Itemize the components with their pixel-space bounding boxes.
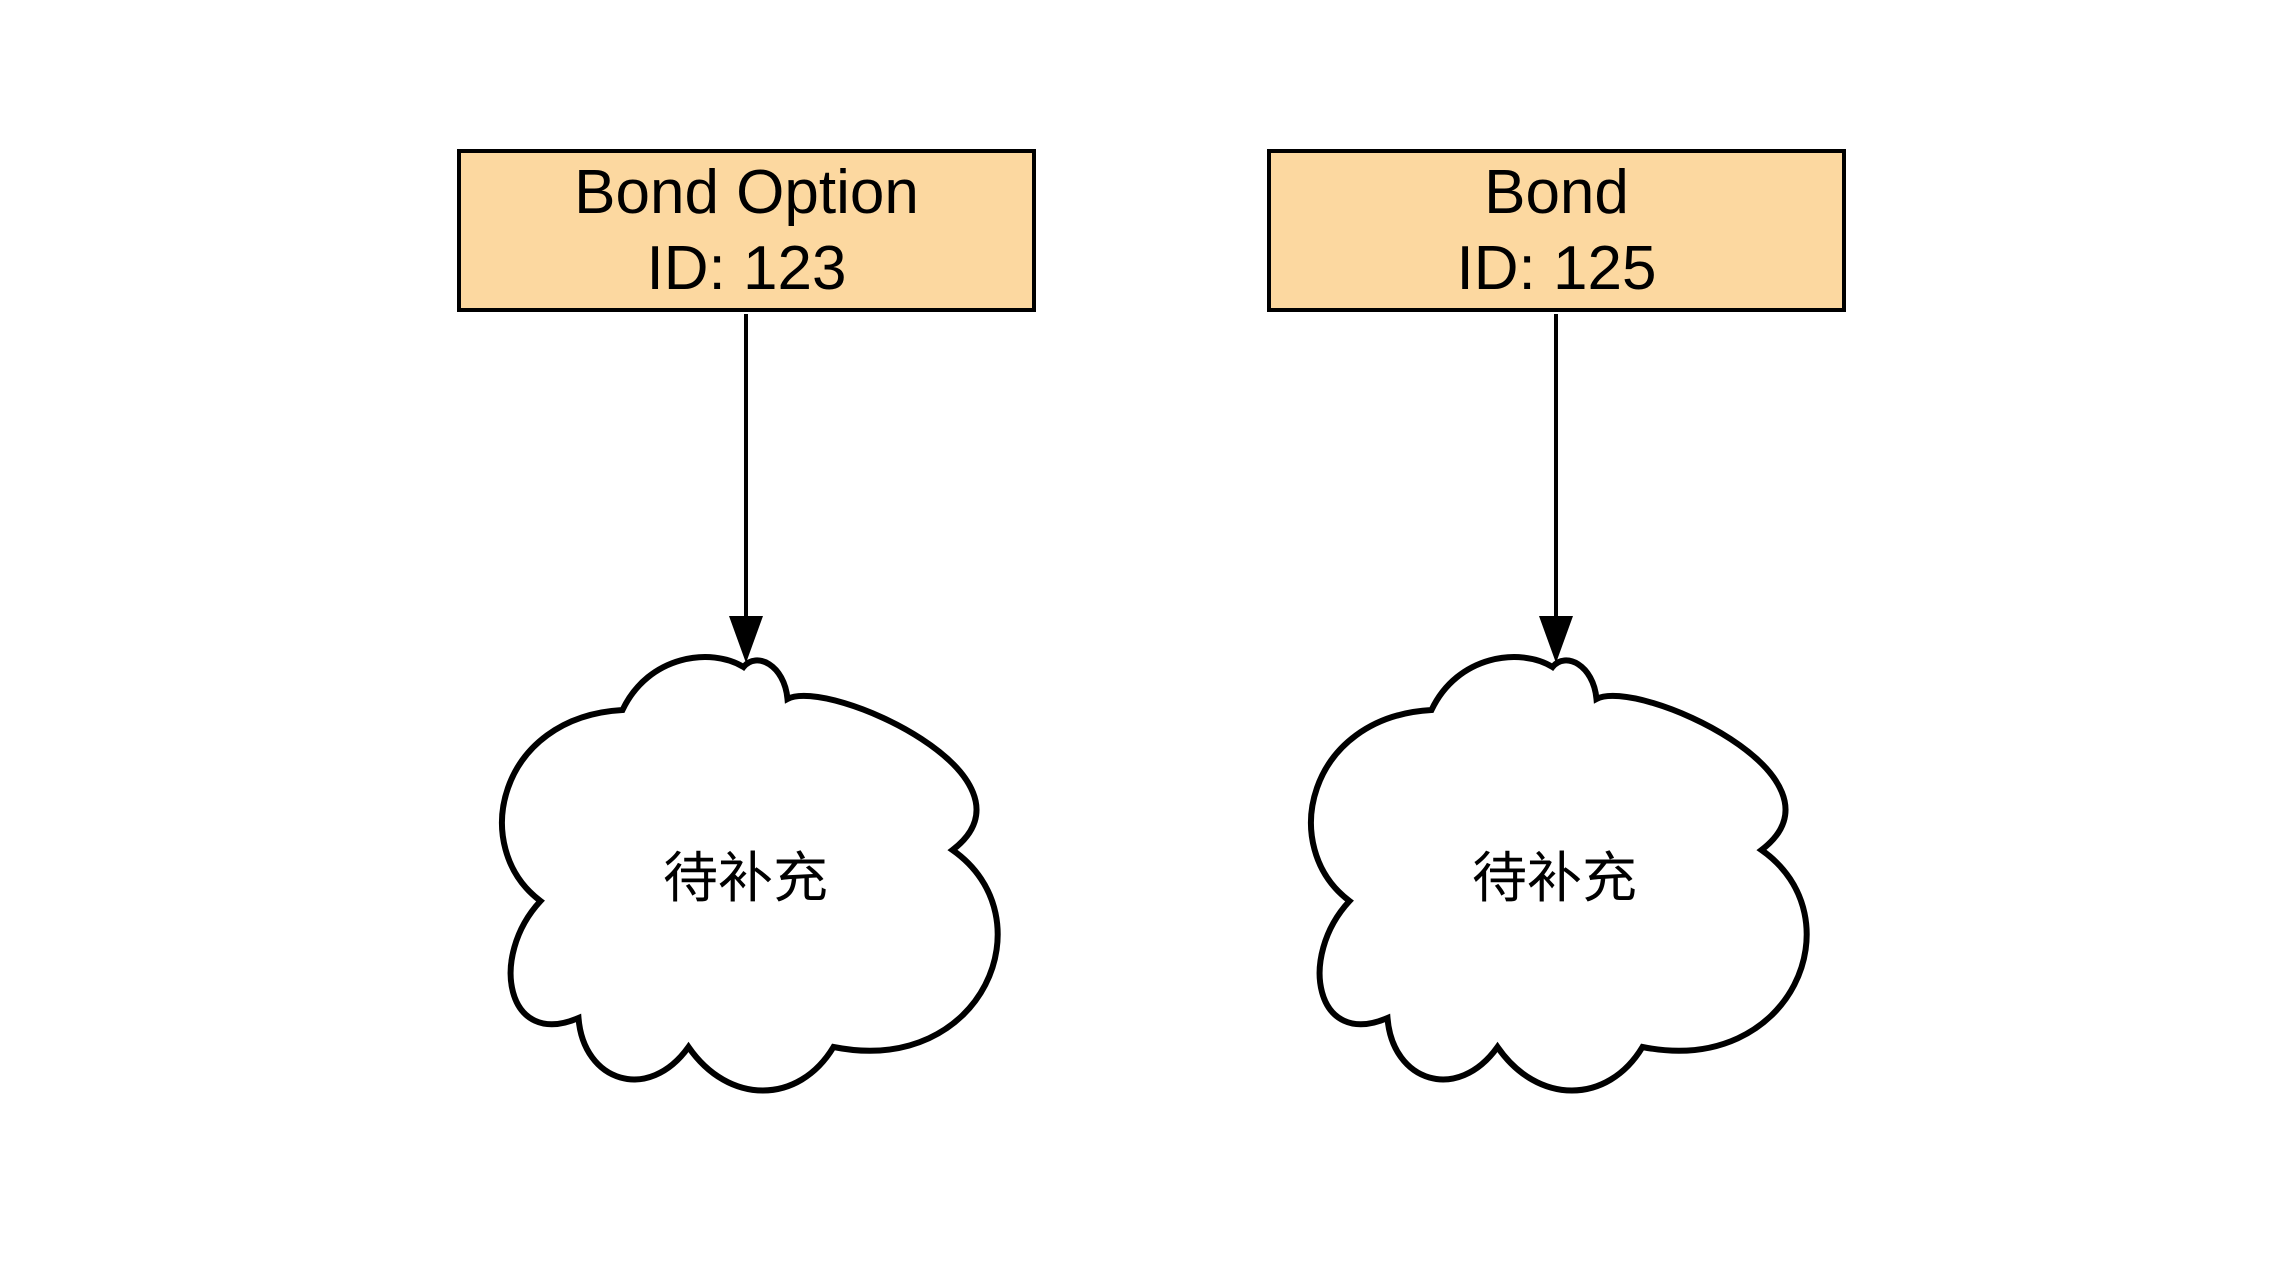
cloud-placeholder-right: 待补充 xyxy=(1308,654,1810,1094)
cloud-label: 待补充 xyxy=(663,847,828,909)
arrowhead-icon xyxy=(1539,616,1573,663)
cloud-shape xyxy=(499,654,1001,1094)
arrow-bond-to-cloud xyxy=(1539,314,1573,663)
node-bond: Bond ID: 125 xyxy=(1267,149,1846,312)
node-id: ID: 125 xyxy=(1456,233,1657,303)
arrow-bond-option-to-cloud xyxy=(729,314,763,663)
cloud-shape xyxy=(1308,654,1810,1094)
node-bond-option: Bond Option ID: 123 xyxy=(457,149,1036,312)
arrowhead-icon xyxy=(729,616,763,663)
cloud-label: 待补充 xyxy=(1472,847,1637,909)
node-title: Bond Option xyxy=(574,157,919,227)
node-id: ID: 123 xyxy=(646,233,847,303)
node-title: Bond xyxy=(1484,157,1629,227)
cloud-placeholder-left: 待补充 xyxy=(499,654,1001,1094)
